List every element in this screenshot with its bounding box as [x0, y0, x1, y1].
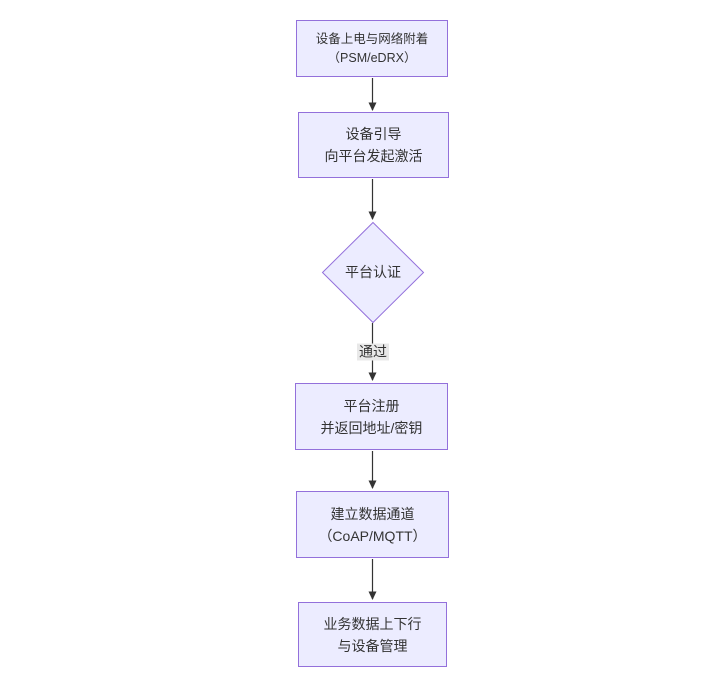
node-text-line: 建立数据通道	[330, 505, 415, 522]
node-text-line: （CoAP/MQTT）	[318, 527, 427, 544]
node-text-line: 与设备管理	[337, 637, 408, 654]
node-text-line: 设备引导	[345, 126, 402, 142]
node-text-line: 设备上电与网络附着	[315, 31, 429, 46]
decision-diamond-shape	[321, 221, 425, 324]
node-text-line: 平台注册	[343, 397, 400, 414]
node-text-line: 并返回地址/密钥	[320, 419, 423, 436]
edge-label-pass: 通过	[357, 343, 389, 361]
node-data-channel: 建立数据通道 （CoAP/MQTT）	[296, 491, 449, 558]
decision-platform-auth-label: 平台认证	[345, 264, 401, 280]
node-text-line: （PSM/eDRX）	[327, 50, 417, 65]
node-device-bootstrap: 设备引导 向平台发起激活	[298, 112, 449, 178]
node-platform-register: 平台注册 并返回地址/密钥	[295, 383, 448, 450]
node-text-line: 向平台发起激活	[324, 148, 423, 164]
node-power-network-attach: 设备上电与网络附着 （PSM/eDRX）	[296, 20, 448, 77]
node-text-line: 业务数据上下行	[323, 615, 422, 632]
node-service-data-management: 业务数据上下行 与设备管理	[298, 602, 447, 667]
